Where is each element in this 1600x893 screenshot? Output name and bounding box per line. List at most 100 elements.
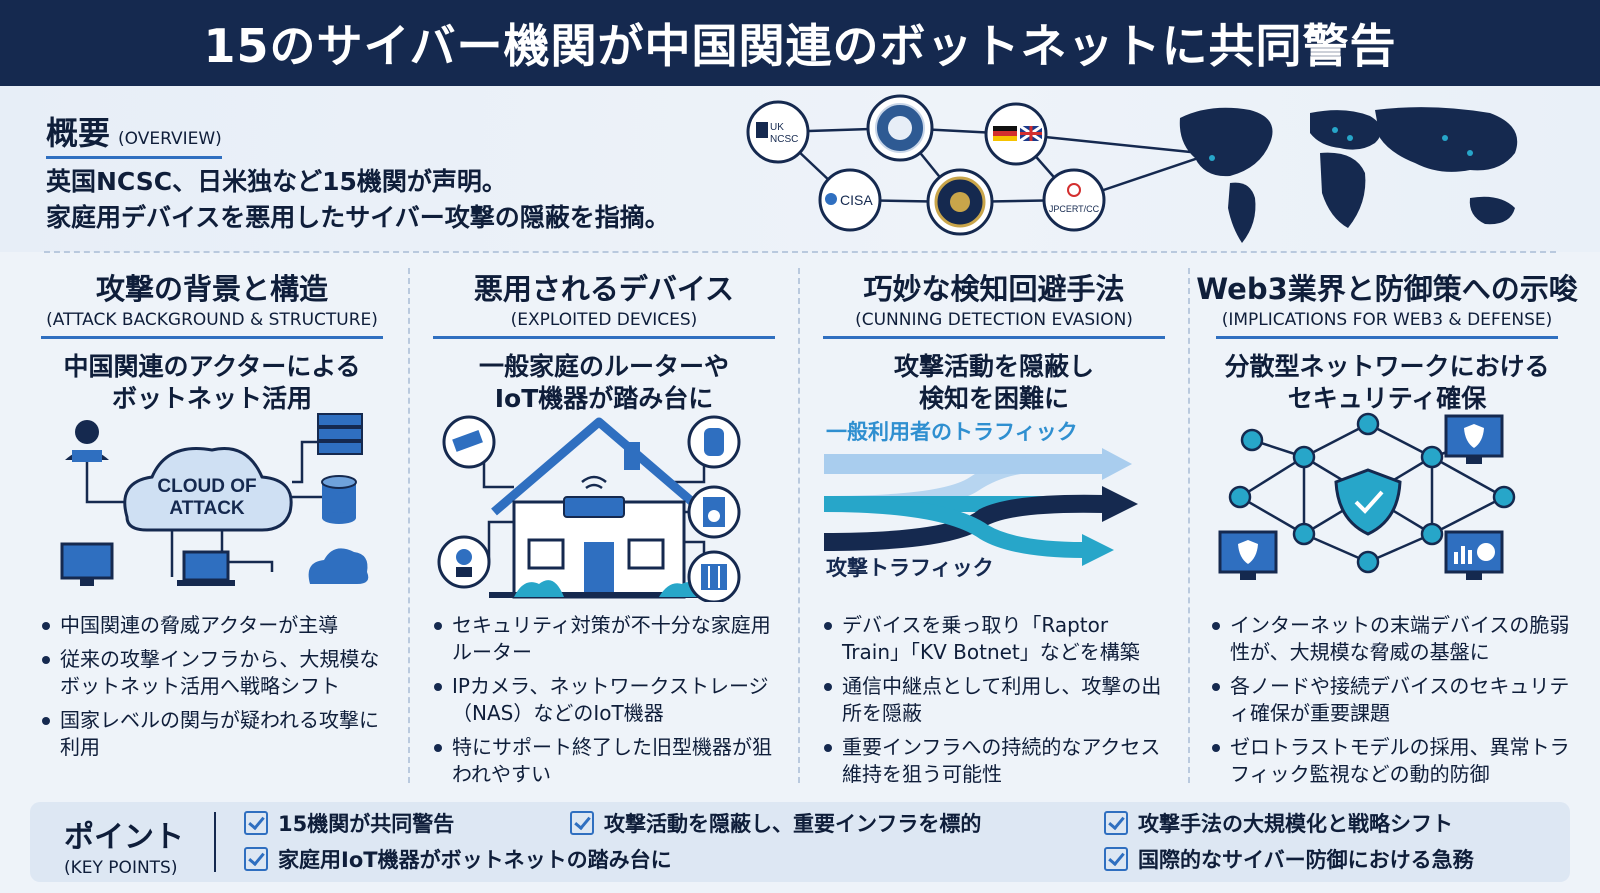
overview-title-en: (OVERVIEW) bbox=[118, 129, 222, 149]
analytics-monitor-icon bbox=[1444, 530, 1504, 580]
key-points-title-en: (KEY POINTS) bbox=[64, 858, 178, 878]
shield-monitor-icon bbox=[1444, 414, 1504, 464]
attack-cloud-illustration: CLOUD OF ATTACK bbox=[60, 413, 369, 586]
svg-text:NCSC: NCSC bbox=[770, 134, 798, 145]
column-subtitle: (CUNNING DETECTION EVASION) bbox=[855, 310, 1133, 330]
bullet-item: デバイスを乗っ取り「Raptor Train」「KV Botnet」などを構築 bbox=[822, 612, 1172, 666]
attack-traffic-label: 攻撃トラフィック bbox=[826, 556, 994, 580]
bullet-item: 中国関連の脅威アクターが主導 bbox=[40, 612, 390, 639]
cisa-label: CISA bbox=[840, 192, 873, 208]
key-point-text: 国際的なサイバー防御における急務 bbox=[1138, 848, 1474, 872]
smart-speaker-icon bbox=[687, 415, 741, 469]
house-icon bbox=[489, 417, 709, 599]
cloud-icon: CLOUD OF ATTACK bbox=[123, 447, 293, 532]
column-heading-line-2: IoT機器が踏み台に bbox=[494, 384, 714, 413]
page-title: 15のサイバー機関が中国関連のボットネットに共同警告 bbox=[203, 19, 1397, 73]
key-point-item: 15機関が共同警告 bbox=[244, 808, 454, 838]
column-heading-line-2: 検知を困難に bbox=[918, 384, 1069, 413]
column-bullets: インターネットの末端デバイスの脆弱性が、大規模な脅威の基盤に 各ノードや接続デバ… bbox=[1210, 612, 1570, 795]
column-title: 巧妙な検知回避手法 bbox=[863, 272, 1125, 306]
column-heading-line-2: セキュリティ確保 bbox=[1287, 384, 1487, 413]
key-points-separator bbox=[214, 812, 216, 872]
small-cloud-icon bbox=[308, 548, 369, 584]
speaker-icon bbox=[687, 485, 741, 539]
column-subtitle: (IMPLICATIONS FOR WEB3 & DEFENSE) bbox=[1221, 310, 1553, 330]
overview-title-jp: 概要 bbox=[46, 114, 111, 152]
column-divider bbox=[798, 268, 800, 783]
key-point-item: 攻撃活動を隠蔽し、重要インフラを標的 bbox=[570, 808, 981, 838]
column-exploited-devices: 悪用されるデバイス (EXPLOITED DEVICES) 一般家庭のルーターや… bbox=[414, 262, 794, 792]
state-seal-icon bbox=[926, 168, 994, 236]
column-divider bbox=[408, 268, 410, 783]
agency-network-graphic: UK NCSC CISA JPCERT/CC bbox=[746, 94, 1210, 236]
column-heading: 攻撃活動を隠蔽し 検知を困難に bbox=[804, 351, 1184, 415]
column-heading-line-1: 中国関連のアクターによる bbox=[63, 352, 361, 381]
monitor-icon bbox=[60, 542, 114, 586]
key-point-item: 国際的なサイバー防御における急務 bbox=[1104, 844, 1474, 874]
column-underline bbox=[41, 336, 383, 339]
header-bar: 15のサイバー機関が中国関連のボットネットに共同警告 bbox=[0, 0, 1600, 86]
checkbox-icon bbox=[244, 811, 268, 835]
hacker-icon bbox=[65, 420, 109, 462]
overview-line-1: 英国NCSC、日米独など15機関が声明。 bbox=[46, 167, 507, 196]
bullet-item: 特にサポート終了した旧型機器が狙われやすい bbox=[432, 734, 782, 788]
column-bullets: セキュリティ対策が不十分な家庭用ルーター IPカメラ、ネットワークストレージ（N… bbox=[432, 612, 782, 795]
checkbox-icon bbox=[244, 847, 268, 871]
traffic-arrows-illustration bbox=[823, 448, 1138, 566]
laptop-icon bbox=[177, 550, 235, 586]
column-heading-line-2: ボットネット活用 bbox=[111, 384, 312, 413]
column-heading: 中国関連のアクターによる ボットネット活用 bbox=[22, 351, 402, 415]
bullet-item: 国家レベルの関与が疑われる攻撃に利用 bbox=[40, 707, 390, 761]
column-heading-line-1: 分散型ネットワークにおける bbox=[1224, 352, 1550, 381]
secure-monitor-icon bbox=[1218, 530, 1278, 580]
cisa-logo: CISA bbox=[818, 168, 882, 232]
key-point-text: 攻撃活動を隠蔽し、重要インフラを標的 bbox=[604, 812, 982, 836]
router-icon bbox=[563, 475, 625, 518]
jpcert-label: JPCERT/CC bbox=[1049, 204, 1100, 214]
shield-icon bbox=[1334, 468, 1402, 536]
key-point-item: 家庭用IoT機器がボットネットの踏み台に bbox=[244, 844, 672, 874]
section-divider bbox=[44, 251, 1556, 253]
ip-camera-icon bbox=[437, 535, 491, 589]
server-icon bbox=[317, 413, 363, 455]
cloud-label-line-2: ATTACK bbox=[169, 498, 245, 519]
world-map-graphic bbox=[1179, 107, 1518, 243]
bullet-item: インターネットの末端デバイスの脆弱性が、大規模な脅威の基盤に bbox=[1210, 612, 1570, 666]
column-underline bbox=[1216, 336, 1558, 339]
distributed-network-illustration bbox=[1218, 412, 1516, 580]
normal-traffic-label: 一般利用者のトラフィック bbox=[826, 420, 1078, 444]
column-heading: 分散型ネットワークにおける セキュリティ確保 bbox=[1192, 351, 1582, 415]
checkbox-icon bbox=[1104, 811, 1128, 835]
fbi-seal-icon bbox=[866, 94, 934, 162]
checkbox-icon bbox=[570, 811, 594, 835]
key-point-text: 15機関が共同警告 bbox=[278, 812, 455, 836]
home-devices-illustration bbox=[437, 415, 741, 602]
cloud-label-line-1: CLOUD OF bbox=[157, 476, 256, 497]
column-bullets: 中国関連の脅威アクターが主導 従来の攻撃インフラから、大規模なボットネット活用へ… bbox=[40, 612, 390, 768]
column-heading-line-1: 一般家庭のルーターや bbox=[478, 352, 729, 381]
column-title: Web3業界と防御策への示唆 bbox=[1196, 272, 1578, 306]
column-bullets: デバイスを乗っ取り「Raptor Train」「KV Botnet」などを構築 … bbox=[822, 612, 1172, 795]
column-title: 悪用されるデバイス bbox=[473, 272, 735, 306]
ncsc-label: UK bbox=[770, 122, 784, 133]
bullet-item: 重要インフラへの持続的なアクセス維持を狙う可能性 bbox=[822, 734, 1172, 788]
column-detection-evasion: 巧妙な検知回避手法 (CUNNING DETECTION EVASION) 攻撃… bbox=[804, 262, 1184, 792]
overview-title: 概要 (OVERVIEW) bbox=[46, 108, 222, 159]
column-subtitle: (ATTACK BACKGROUND & STRUCTURE) bbox=[46, 310, 378, 330]
nas-icon bbox=[687, 550, 741, 602]
flags-icon bbox=[984, 102, 1048, 166]
column-underline bbox=[823, 336, 1165, 339]
overview-line-2: 家庭用デバイスを悪用したサイバー攻撃の隠蔽を指摘。 bbox=[46, 203, 670, 232]
jpcert-logo: JPCERT/CC bbox=[1042, 168, 1106, 232]
key-points-title-jp: ポイント bbox=[64, 820, 184, 855]
column-subtitle: (EXPLOITED DEVICES) bbox=[510, 310, 698, 330]
column-title: 攻撃の背景と構造 bbox=[95, 272, 328, 306]
bullet-item: セキュリティ対策が不十分な家庭用ルーター bbox=[432, 612, 782, 666]
bullet-item: IPカメラ、ネットワークストレージ（NAS）などのIoT機器 bbox=[432, 673, 782, 727]
bullet-item: ゼロトラストモデルの採用、異常トラフィック監視などの動的防御 bbox=[1210, 734, 1570, 788]
column-divider bbox=[1188, 268, 1190, 783]
ncsc-logo: UK NCSC bbox=[746, 100, 810, 164]
bullet-item: 通信中継点として利用し、攻撃の出所を隠蔽 bbox=[822, 673, 1172, 727]
key-point-item: 攻撃手法の大規模化と戦略シフト bbox=[1104, 808, 1453, 838]
bullet-item: 従来の攻撃インフラから、大規模なボットネット活用へ戦略シフト bbox=[40, 646, 390, 700]
